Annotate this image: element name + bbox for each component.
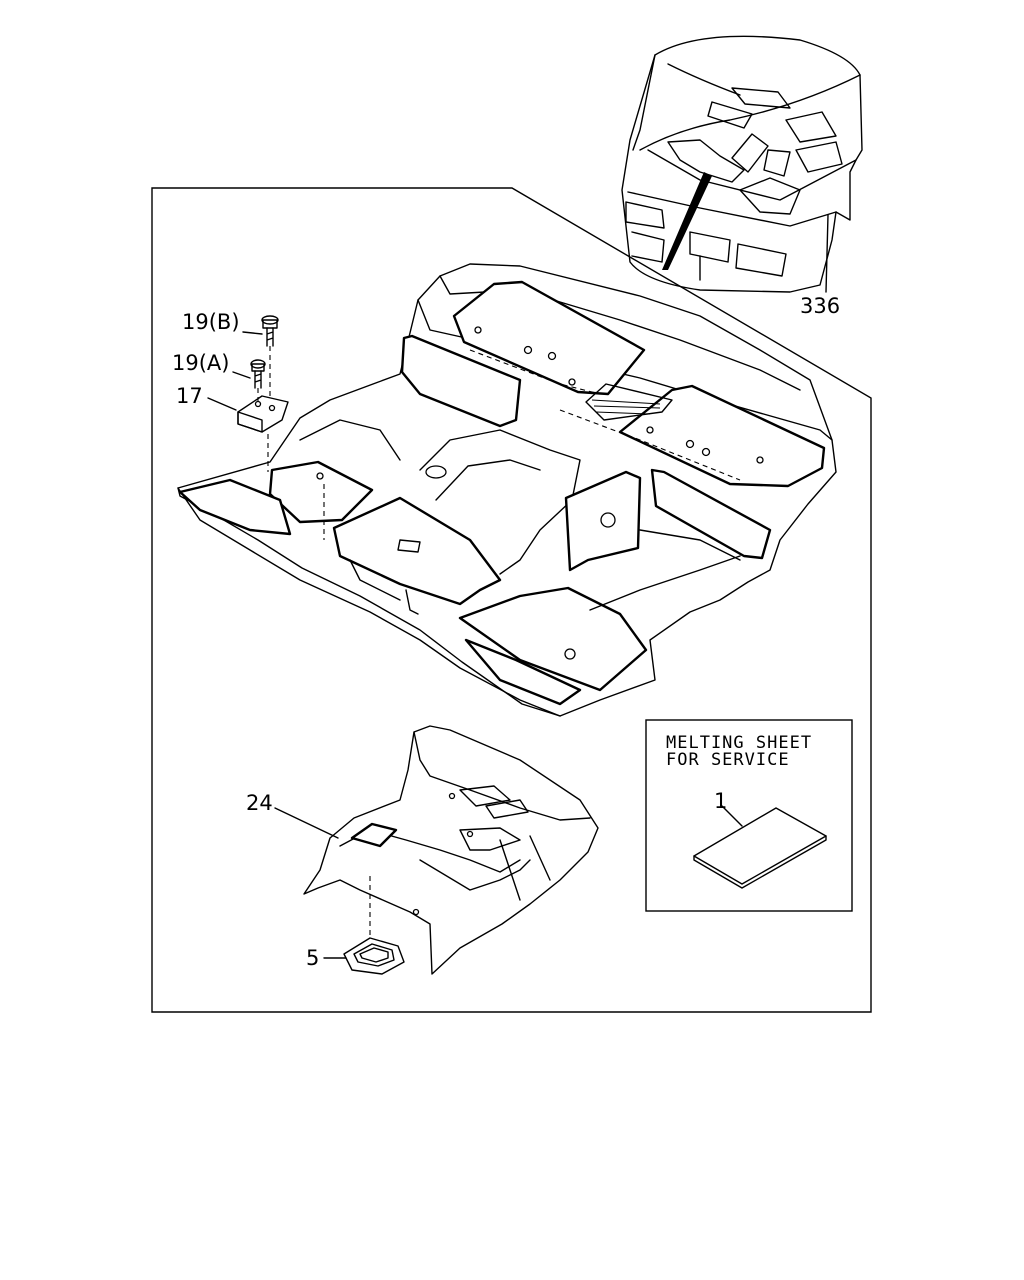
callout-336: 336	[800, 294, 840, 318]
cab-pointer	[662, 172, 712, 270]
floor-panel-icon	[177, 263, 837, 717]
diagram-frame	[151, 187, 872, 1013]
bolt-a-icon	[250, 359, 266, 389]
callout-5: 5	[306, 946, 319, 970]
callout-24: 24	[246, 791, 273, 815]
melting-sheet-icon	[693, 807, 827, 889]
callout-19a: 19(A)	[172, 351, 229, 375]
grommet-5-icon	[343, 937, 405, 975]
bracket-icon	[237, 395, 289, 433]
hatched-strip	[585, 383, 673, 421]
bolt-b-icon	[261, 315, 279, 347]
callout-19b: 19(B)	[182, 310, 240, 334]
service-box: MELTING SHEET FOR SERVICE 1	[645, 719, 853, 912]
insulator-24-icon	[303, 725, 599, 975]
service-box-line1: MELTING SHEET	[666, 733, 812, 753]
callout-17: 17	[176, 384, 203, 408]
service-box-line2: FOR SERVICE	[666, 750, 790, 770]
truck-cab-icon	[621, 35, 863, 293]
callout-1: 1	[714, 789, 727, 813]
